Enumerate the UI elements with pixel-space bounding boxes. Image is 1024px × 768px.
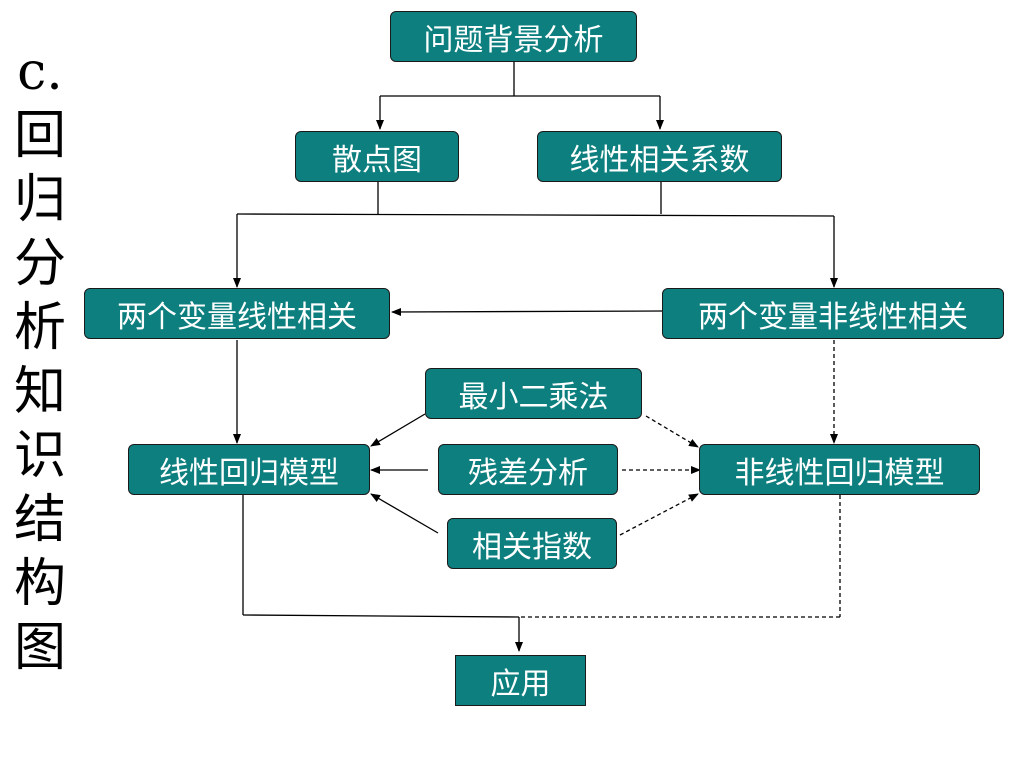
- side-title: c.回归分析知识结构图: [13, 42, 66, 678]
- node-correlation-index: 相关指数: [447, 518, 617, 569]
- node-background-analysis: 问题背景分析: [390, 11, 637, 62]
- node-linear-correlation-coefficient: 线性相关系数: [537, 131, 782, 182]
- node-residual-analysis: 残差分析: [438, 444, 618, 495]
- arrow-corr-index-to-nonlinear: [619, 493, 699, 536]
- node-linear-related: 两个变量线性相关: [84, 288, 390, 339]
- arrow-nonlinear-to-linear: [391, 307, 663, 316]
- node-least-squares: 最小二乘法: [425, 368, 642, 419]
- node-scatter-plot: 散点图: [295, 131, 459, 182]
- node-nonlinear-regression-model: 非线性回归模型: [699, 444, 980, 495]
- arrow-least-squares-to-linear: [370, 413, 426, 447]
- node-linear-regression-model: 线性回归模型: [128, 444, 370, 495]
- arrow-least-squares-to-nonlinear: [645, 415, 699, 448]
- node-nonlinear-related: 两个变量非线性相关: [662, 288, 1004, 339]
- link-merge-line: [236, 213, 835, 217]
- node-application: 应用: [455, 655, 586, 706]
- arrow-corr-index-to-linear: [370, 493, 439, 534]
- link-linear-to-app: [242, 614, 520, 618]
